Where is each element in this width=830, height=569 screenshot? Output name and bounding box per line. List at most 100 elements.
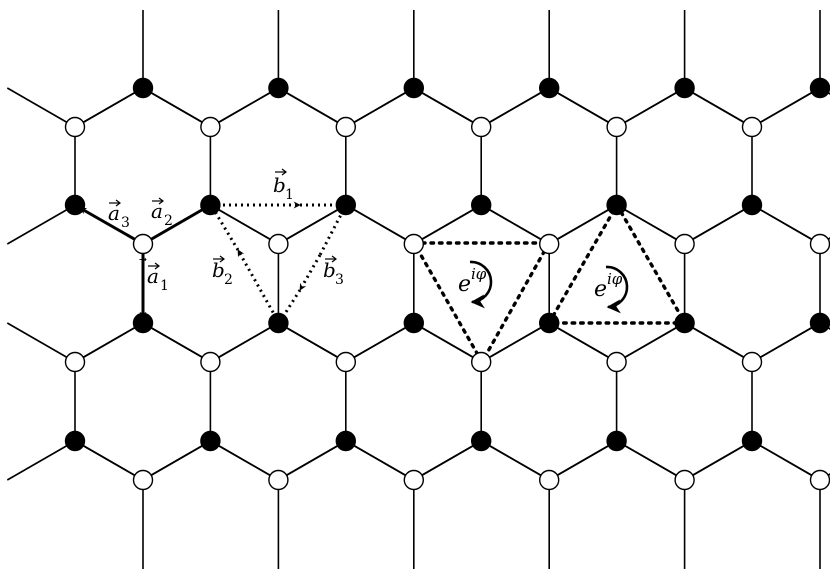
svg-text:b: b: [273, 173, 286, 197]
bond: [210, 440, 279, 481]
bond: [548, 440, 618, 481]
hat-b2-tip: [219, 255, 225, 263]
bond: [548, 322, 617, 363]
site-a-black: [64, 194, 86, 216]
bond: [616, 87, 685, 128]
nnn-triangle-white: [411, 241, 552, 366]
svg-text:2: 2: [224, 272, 233, 288]
svg-text:2: 2: [164, 213, 173, 229]
bond: [278, 440, 347, 481]
hat-b1-tip: [281, 168, 287, 176]
bond: [74, 322, 144, 363]
nnn-triangle-black: [546, 201, 688, 325]
site-b-white: [200, 351, 221, 373]
bond: [751, 322, 821, 363]
site-b-white: [64, 351, 86, 373]
bond: [277, 87, 347, 128]
bond: [210, 87, 279, 128]
site-b-white: [471, 116, 492, 138]
svg-text:a: a: [108, 201, 120, 225]
bond: [751, 204, 821, 245]
site-b-white: [539, 469, 560, 491]
hat-a2-tip: [158, 197, 164, 205]
site-a-black: [64, 430, 86, 452]
site-b-white: [741, 116, 763, 138]
site-b-white: [132, 233, 154, 255]
bond: [6, 440, 76, 481]
site-a-black: [809, 312, 830, 334]
site-a-black: [606, 194, 627, 216]
bond: [413, 204, 482, 245]
bond: [481, 204, 550, 245]
site-a-black: [606, 430, 627, 452]
site-b-white: [132, 469, 154, 491]
bond: [345, 440, 415, 481]
bond: [683, 322, 753, 363]
site-a-black: [132, 77, 154, 99]
site-b-white: [674, 233, 695, 255]
svg-text:e: e: [458, 272, 471, 297]
phase-label-left: e iφ: [458, 260, 493, 309]
bond: [142, 87, 211, 128]
bond: [413, 87, 482, 128]
site-b-white: [471, 351, 492, 373]
svg-text:a: a: [151, 199, 163, 223]
hat-b3-tip: [331, 255, 337, 263]
clockwise-arrow-icon: [469, 260, 493, 309]
bond: [210, 204, 279, 245]
site-a-black: [335, 194, 356, 216]
site-b-white: [606, 116, 627, 138]
site-a-black: [268, 312, 289, 334]
svg-text:e: e: [594, 277, 607, 302]
svg-text:3: 3: [121, 215, 130, 231]
bond: [6, 322, 76, 363]
bond: [616, 440, 685, 481]
site-b-white: [403, 469, 424, 491]
bond: [74, 440, 144, 481]
site-a-black: [674, 77, 695, 99]
vector-b3-arrow: [298, 254, 322, 291]
hat-a3-tip: [115, 199, 121, 207]
site-a-black: [809, 77, 830, 99]
vector-b2-arrow: [236, 249, 281, 324]
site-b-white: [64, 116, 86, 138]
site-b-white: [268, 233, 289, 255]
site-a-black: [539, 312, 560, 334]
site-a-black: [741, 430, 763, 452]
site-b-white: [539, 233, 560, 255]
site-a-black: [268, 77, 289, 99]
bond: [278, 204, 347, 245]
bond: [616, 322, 685, 363]
bond: [616, 204, 685, 245]
hat-a1-tip: [154, 262, 160, 270]
bond: [480, 322, 550, 363]
site-b-white: [200, 116, 221, 138]
site-b-white: [335, 116, 356, 138]
bond: [684, 204, 753, 245]
site-b-white: [741, 351, 763, 373]
site-b-white: [403, 233, 424, 255]
site-a-black: [132, 312, 154, 334]
vector-b3-tail: [277, 289, 302, 324]
site-a-black: [403, 77, 424, 99]
vector-label-a2: a 2: [151, 199, 173, 229]
vector-a3-arrow: [79, 206, 144, 246]
bond: [345, 87, 414, 128]
site-a-black: [403, 312, 424, 334]
bond: [277, 322, 347, 363]
svg-text:b: b: [212, 258, 225, 282]
site-a-black: [471, 430, 492, 452]
svg-text:b: b: [323, 258, 336, 282]
site-a-black: [539, 77, 560, 99]
site-a-black: [335, 430, 356, 452]
next-nearest-neighbor-triangles: [411, 201, 688, 366]
vector-hats: [109, 168, 337, 270]
bond: [345, 204, 415, 245]
bond: [210, 322, 279, 363]
clockwise-arrow-icon: [605, 265, 629, 314]
svg-text:1: 1: [285, 187, 294, 203]
svg-text:iφ: iφ: [607, 270, 623, 288]
vector-label-b1: b 1: [273, 173, 294, 203]
